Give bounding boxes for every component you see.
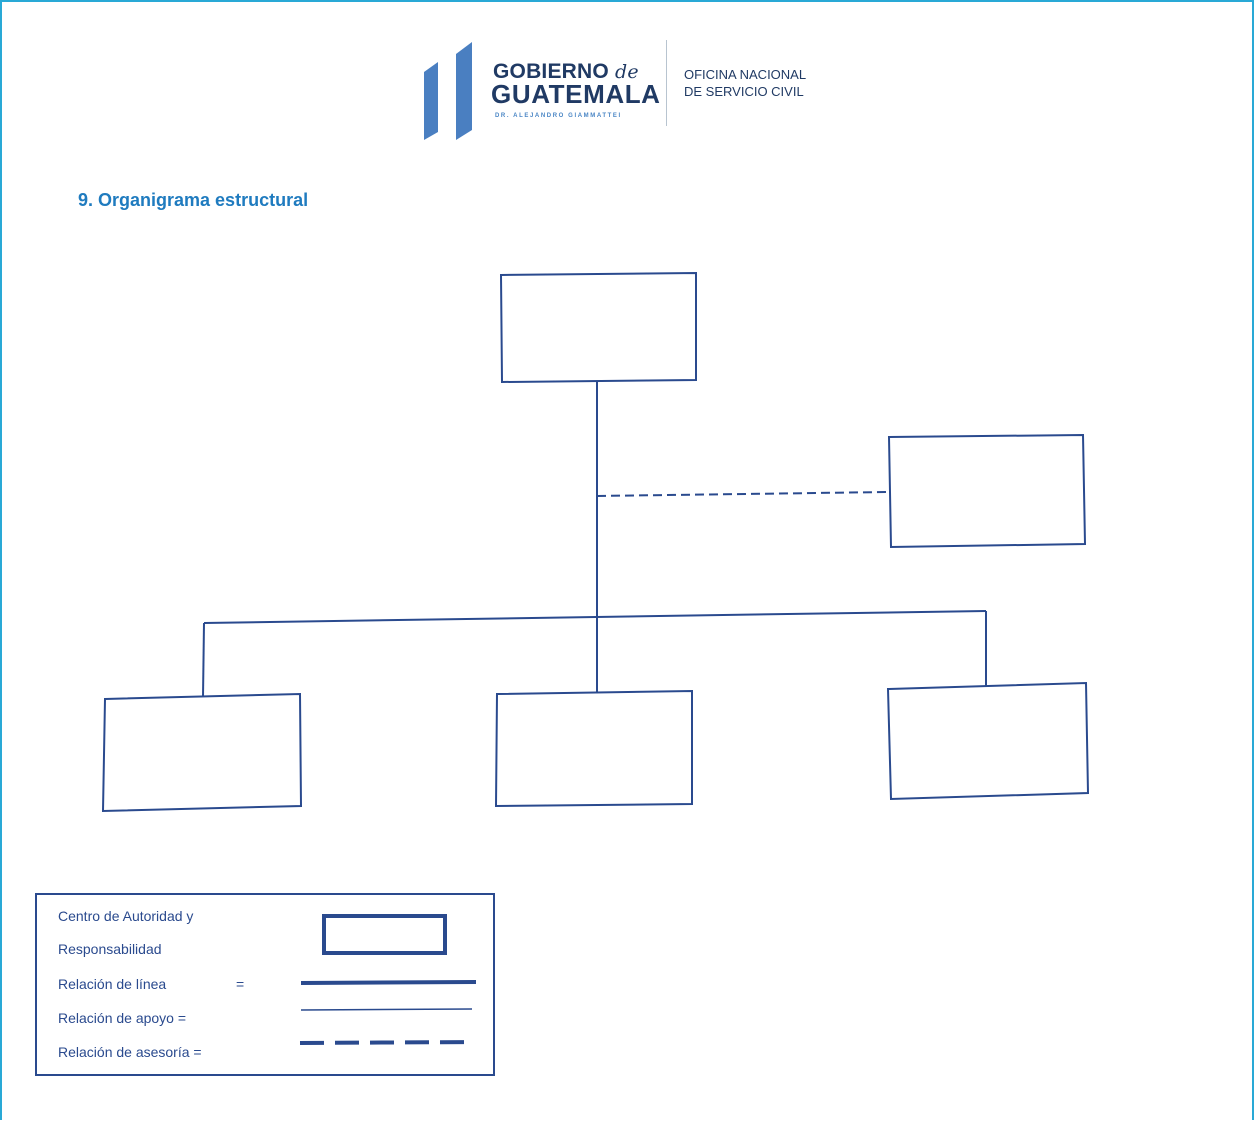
logo-divider xyxy=(666,40,667,126)
government-logo xyxy=(420,36,850,146)
org-box-bottom-left xyxy=(101,692,303,813)
legend-authority-box-icon xyxy=(322,914,447,955)
office-name-line1: OFICINA NACIONAL xyxy=(684,67,807,82)
logo-bars-icon xyxy=(424,42,472,140)
org-line-advisory-dashed xyxy=(596,491,890,497)
office-name: OFICINA NACIONAL DE SERVICIO CIVIL xyxy=(684,66,806,100)
legend-authority-label-line1: Centro de Autoridad y xyxy=(58,908,194,924)
org-box-bottom-center xyxy=(494,689,693,808)
legend-box xyxy=(35,893,495,1076)
logo-guatemala-text: GUATEMALA xyxy=(491,79,661,109)
org-box-advisory xyxy=(887,433,1087,549)
legend-line-relation-icon xyxy=(300,980,477,985)
section-title: 9. Organigrama estructural xyxy=(78,190,309,210)
legend-line-relation-label: Relación de línea xyxy=(58,976,167,992)
legend-advisory-relation-icon xyxy=(299,1040,476,1045)
org-box-bottom-right xyxy=(886,681,1090,801)
legend-line-relation-equals: = xyxy=(236,976,245,992)
org-box-top xyxy=(499,271,697,384)
logo-gobierno-text: GOBIERNO de xyxy=(493,60,639,83)
legend-authority-label-line2: Responsabilidad xyxy=(58,941,162,957)
legend-support-relation-icon xyxy=(300,1008,473,1011)
logo-president-text: DR. ALEJANDRO GIAMMATTEI xyxy=(495,113,622,119)
legend-support-relation-label: Relación de apoyo = xyxy=(58,1010,187,1026)
org-line-horizontal xyxy=(203,610,987,624)
legend-advisory-relation-label: Relación de asesoría = xyxy=(58,1044,202,1060)
org-line-drop-left xyxy=(202,622,205,698)
office-name-line2: DE SERVICIO CIVIL xyxy=(684,84,804,99)
